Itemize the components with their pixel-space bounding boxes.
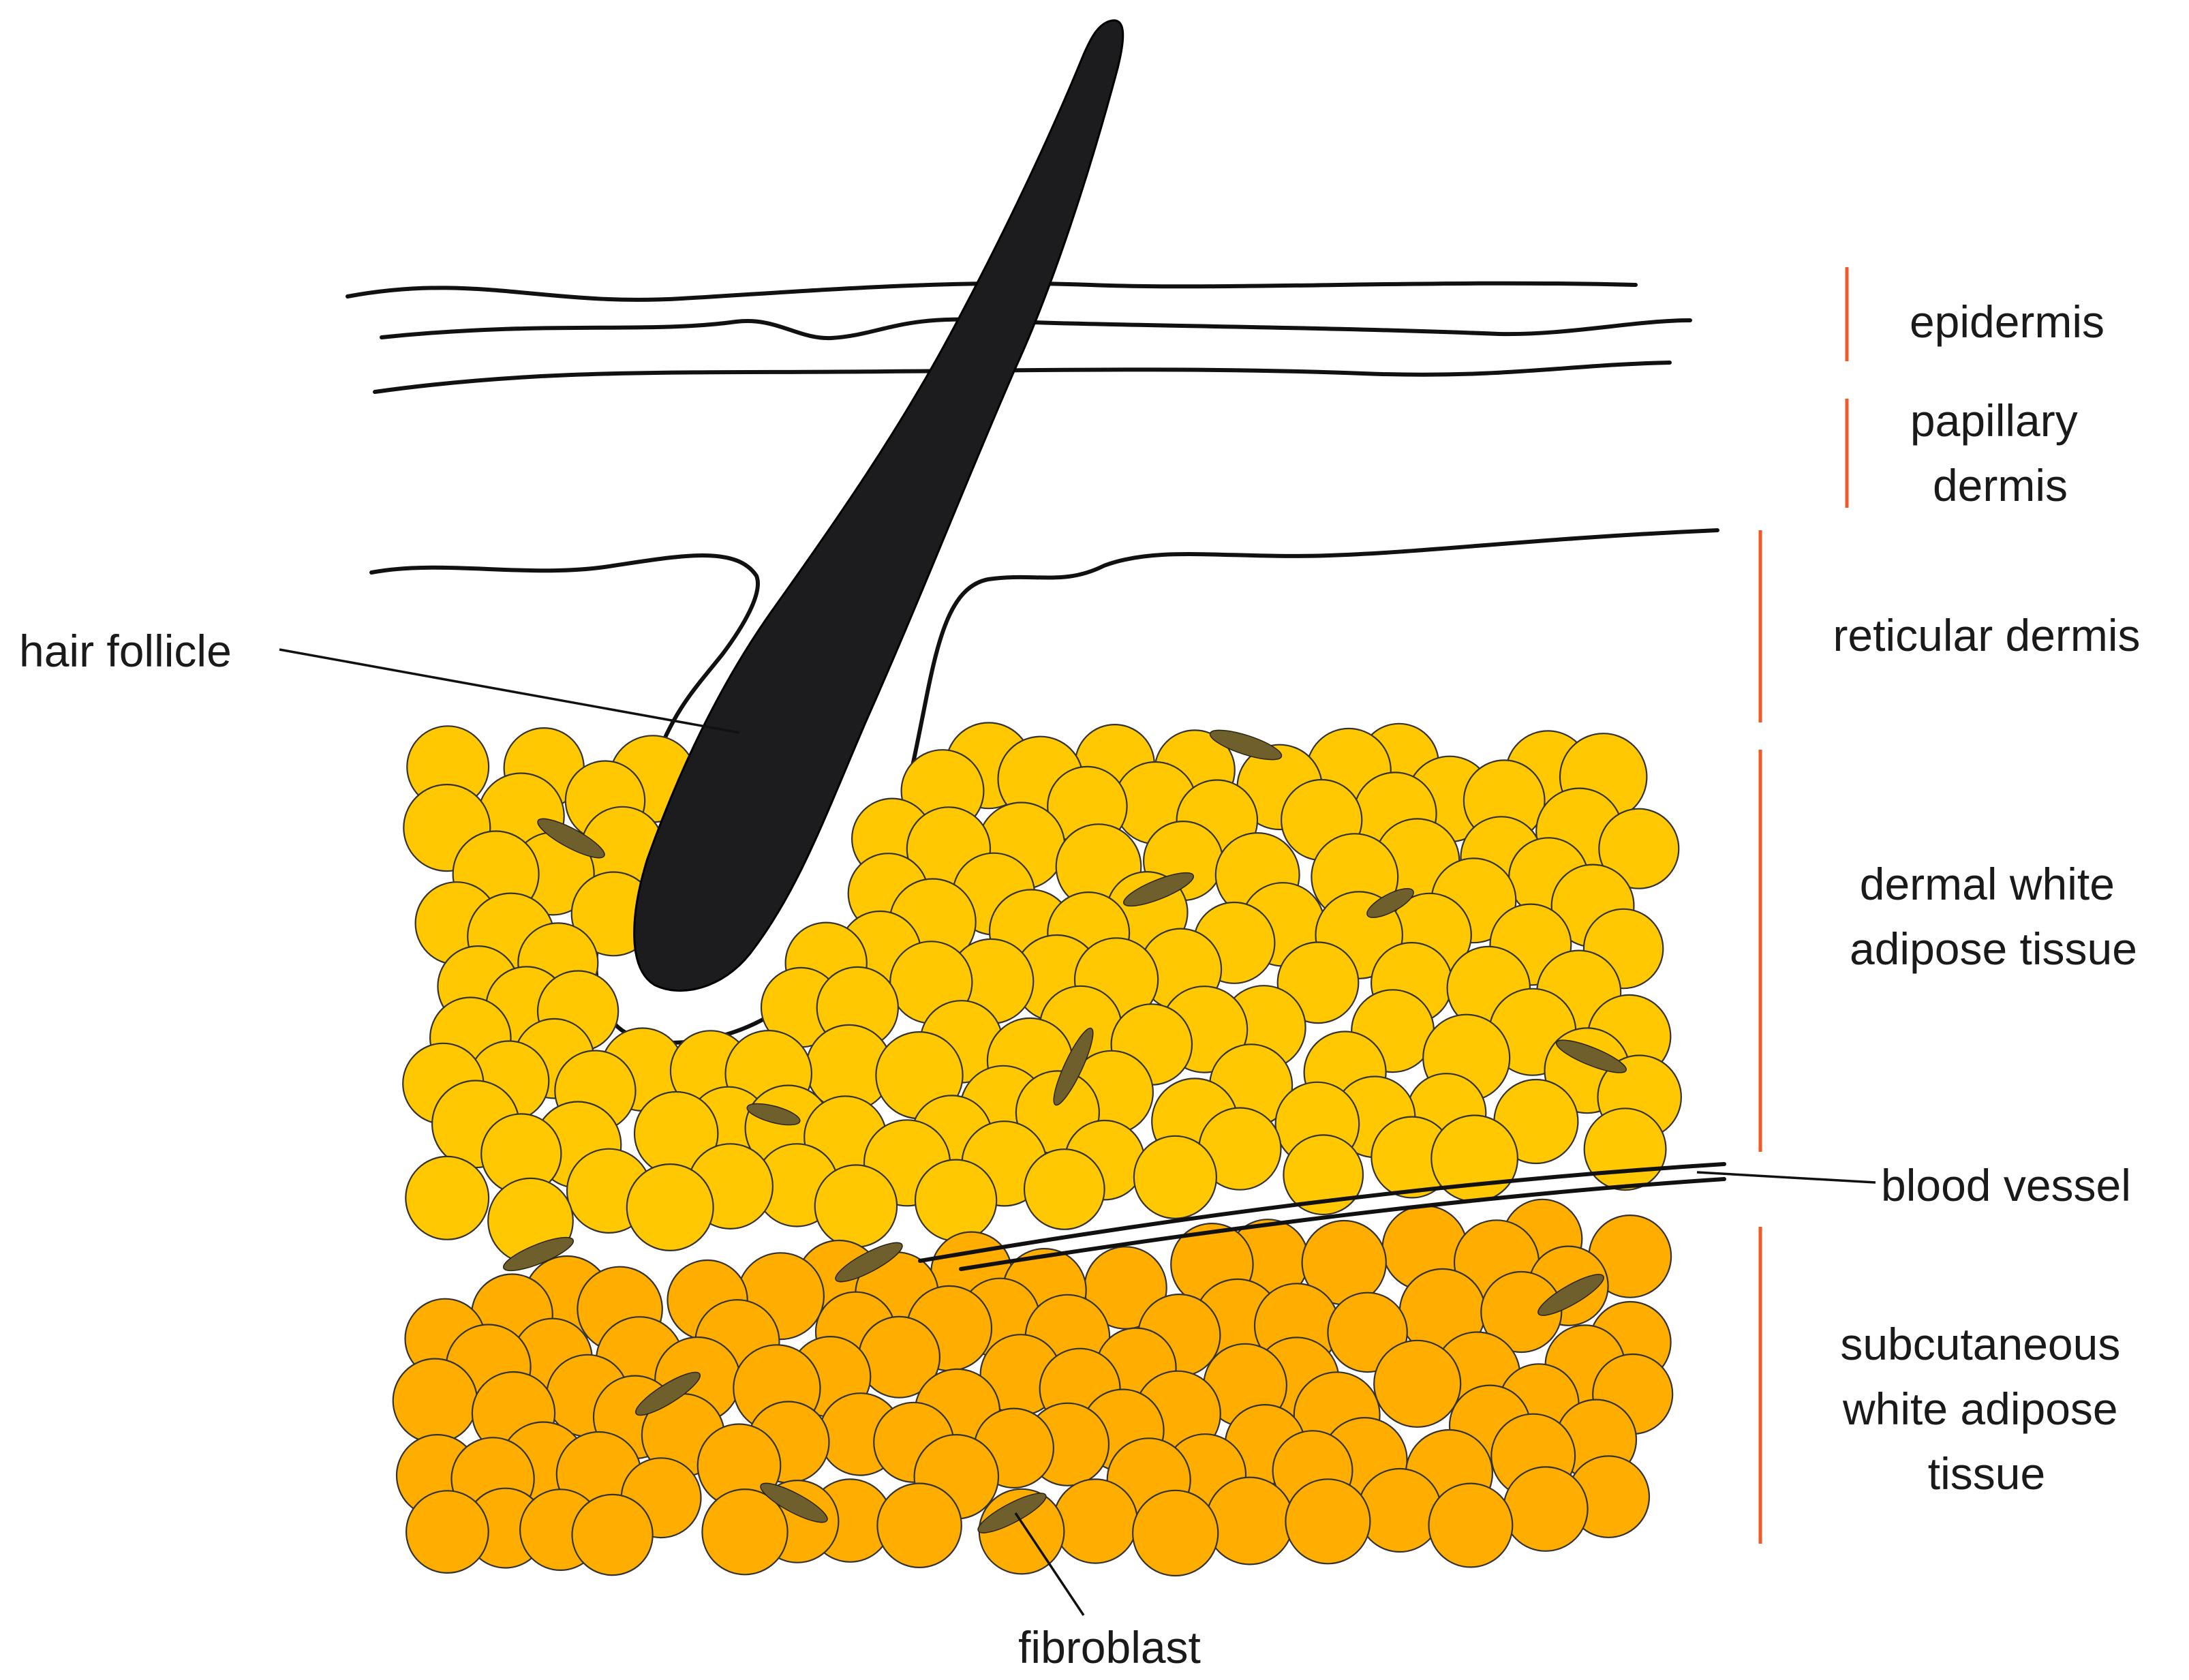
fibroblast-ellipse bbox=[977, 1493, 1047, 1533]
fibroblast-ellipse bbox=[760, 1482, 828, 1523]
adipocyte-circle bbox=[1133, 1135, 1218, 1219]
hair-follicle-shape bbox=[633, 19, 1124, 992]
adipocyte-circle bbox=[914, 1159, 998, 1242]
reticular-boundary bbox=[369, 528, 1719, 1045]
label-blood-vessel: blood vessel bbox=[1881, 1160, 2131, 1210]
adipocyte-circle bbox=[1373, 1339, 1462, 1428]
fibroblast-ellipse bbox=[635, 1371, 701, 1416]
adipocyte-circle bbox=[1480, 1270, 1563, 1354]
fibroblast-ellipse bbox=[1556, 1039, 1627, 1073]
adipocyte-circle bbox=[1023, 1148, 1105, 1230]
adipocyte-circle bbox=[701, 1488, 789, 1576]
leader-lines bbox=[279, 648, 1876, 1616]
adipocyte-circle bbox=[1285, 1478, 1371, 1565]
label-reticular-dermis: reticular dermis bbox=[1833, 610, 2140, 660]
fibroblast-ellipse bbox=[1122, 872, 1195, 907]
adipocyte-circle bbox=[1283, 1134, 1364, 1216]
adipocyte-circle bbox=[626, 1163, 714, 1251]
layer-brackets bbox=[1758, 267, 1849, 1544]
adipocyte-circle bbox=[1428, 1482, 1514, 1568]
layer-labels: epidermis papillary dermis reticular der… bbox=[1833, 296, 2140, 1499]
adipocyte-circle bbox=[814, 1164, 898, 1248]
adipocyte-circle bbox=[1052, 1478, 1139, 1564]
fibroblasts bbox=[502, 729, 1627, 1533]
adipocyte-circle bbox=[1598, 808, 1680, 889]
subcutaneous-adipocytes bbox=[392, 1198, 1674, 1577]
dermal-adipocytes bbox=[402, 722, 1683, 1264]
fibroblast-ellipse bbox=[1209, 729, 1283, 761]
label-dermal-white-adipose-tissue: dermal white adipose tissue bbox=[1850, 859, 2137, 974]
adipocyte-circle bbox=[1357, 1467, 1442, 1553]
fibroblast-ellipse bbox=[746, 1103, 801, 1126]
adipocyte-circle bbox=[405, 1155, 490, 1240]
adipocyte-circle bbox=[571, 1493, 654, 1576]
adipocyte-circle bbox=[1205, 1476, 1294, 1566]
fibroblast-ellipse bbox=[537, 818, 605, 859]
adipocyte-circle bbox=[1503, 1466, 1589, 1552]
adipocyte-circle bbox=[1583, 1108, 1667, 1191]
label-epidermis: epidermis bbox=[1910, 296, 2104, 347]
label-hair-follicle: hair follicle bbox=[19, 626, 232, 676]
label-subcutaneous-white-adipose-tissue: subcutaneous white adipose tissue bbox=[1840, 1319, 2132, 1499]
epidermis-lines bbox=[346, 281, 1692, 394]
adipocyte-circle bbox=[392, 1358, 478, 1444]
adipocyte-circle bbox=[405, 1490, 489, 1574]
label-papillary-dermis: papillary dermis bbox=[1910, 395, 2090, 510]
fibroblast-ellipse bbox=[1537, 1274, 1604, 1316]
callout-labels: hair follicle blood vessel fibroblast bbox=[19, 626, 2131, 1673]
fibroblast-ellipse bbox=[835, 1242, 903, 1283]
label-fibroblast: fibroblast bbox=[1018, 1622, 1201, 1673]
fibroblast-ellipse bbox=[1366, 888, 1414, 918]
fibroblast-ellipse bbox=[502, 1236, 575, 1272]
adipocyte-circle bbox=[1131, 1489, 1219, 1577]
blood-vessel bbox=[918, 1162, 1726, 1271]
fibroblast-ellipse bbox=[1053, 1027, 1094, 1106]
adipocyte-circle bbox=[876, 1482, 962, 1569]
